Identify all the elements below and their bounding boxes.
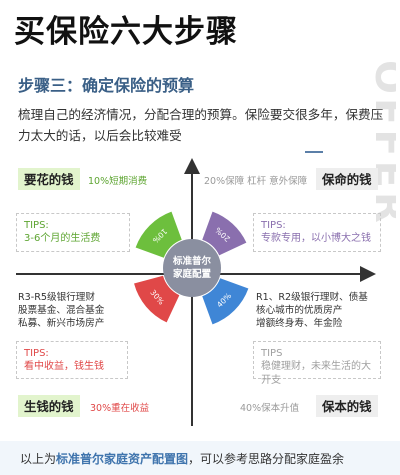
- desc-preserve-line: R1、R2级银行理财、债基: [256, 292, 368, 303]
- desc-preserve: R1、R2级银行理财、债基 核心城市的优质房产 增额终身寿、年金险: [256, 291, 368, 330]
- center-label-line1: 标准普尔: [172, 255, 212, 267]
- desc-preserve-line: 增额终身寿、年金险: [256, 318, 343, 329]
- slice-protection: [202, 211, 247, 256]
- center-label-line2: 家庭配置: [173, 268, 212, 280]
- desc-preserve-line: 核心城市的优质房产: [256, 305, 343, 316]
- slice-preserve: [202, 278, 249, 325]
- label-growth-money: 生钱的钱: [18, 395, 80, 417]
- desc-growth-line: R3-R5级银行理财: [18, 292, 95, 303]
- desc-growth-line: 股票基金、混合基金: [18, 305, 105, 316]
- step-heading: 步骤三：确定保险的预算: [18, 76, 195, 95]
- tips-preserve: TIPS 稳健理财，未来生活的大开支: [253, 341, 381, 386]
- decor-dash: [305, 151, 323, 153]
- footer-highlight: 标准普尔家庭资产配置图: [56, 452, 189, 466]
- note-growth: 30%重在收益: [90, 403, 150, 414]
- tips-spending: TIPS: 3-6个月的生活费: [16, 213, 130, 252]
- svg-text:OFFER: OFFER: [366, 60, 396, 227]
- center-circle: [163, 239, 221, 297]
- footer-text: 以上为标准普尔家庭资产配置图，可以参考思路分配家庭盈余: [20, 450, 344, 467]
- label-preserve-money: 保本的钱: [316, 395, 378, 417]
- slice-growth: [134, 275, 180, 323]
- intro-text: 梳理自己的经济情况，分配合理的预算。保险要交很多年，保费压力太大的话，以后会比较…: [18, 107, 384, 143]
- footer-prefix: 以上为: [20, 452, 57, 466]
- label-spending-money: 要花的钱: [18, 168, 80, 190]
- tips-spending-title: TIPS:: [24, 220, 49, 231]
- note-preserve: 40%保本升值: [240, 403, 300, 414]
- tips-protection: TIPS: 专款专用，以小博大之钱: [253, 213, 381, 252]
- page-title: 买保险六大步骤: [14, 14, 238, 50]
- tips-growth-title: TIPS:: [24, 348, 49, 359]
- tips-protection-text: 专款专用，以小博大之钱: [261, 233, 371, 244]
- watermark-logo: OFFER: [366, 60, 396, 227]
- slice-spending: [135, 211, 182, 258]
- note-spending: 10%短期消费: [88, 176, 148, 187]
- tips-preserve-text: 稳健理财，未来生活的大开支: [261, 361, 371, 386]
- footer-suffix: ，可以参考思路分配家庭盈余: [188, 452, 345, 466]
- tips-protection-title: TIPS:: [261, 220, 286, 231]
- desc-growth: R3-R5级银行理财 股票基金、混合基金 私募、新兴市场房产: [18, 291, 104, 330]
- tips-growth: TIPS: 看中收益，钱生钱: [16, 341, 128, 379]
- tips-spending-text: 3-6个月的生活费: [24, 233, 101, 244]
- tips-preserve-title: TIPS: [261, 348, 283, 359]
- footer-bar: 以上为标准普尔家庭资产配置图，可以参考思路分配家庭盈余: [0, 441, 400, 475]
- note-protection: 20%保障 杠杆 意外保障: [204, 176, 308, 187]
- label-protection-money: 保命的钱: [316, 168, 378, 190]
- desc-growth-line: 私募、新兴市场房产: [18, 318, 105, 329]
- tips-growth-text: 看中收益，钱生钱: [24, 361, 104, 372]
